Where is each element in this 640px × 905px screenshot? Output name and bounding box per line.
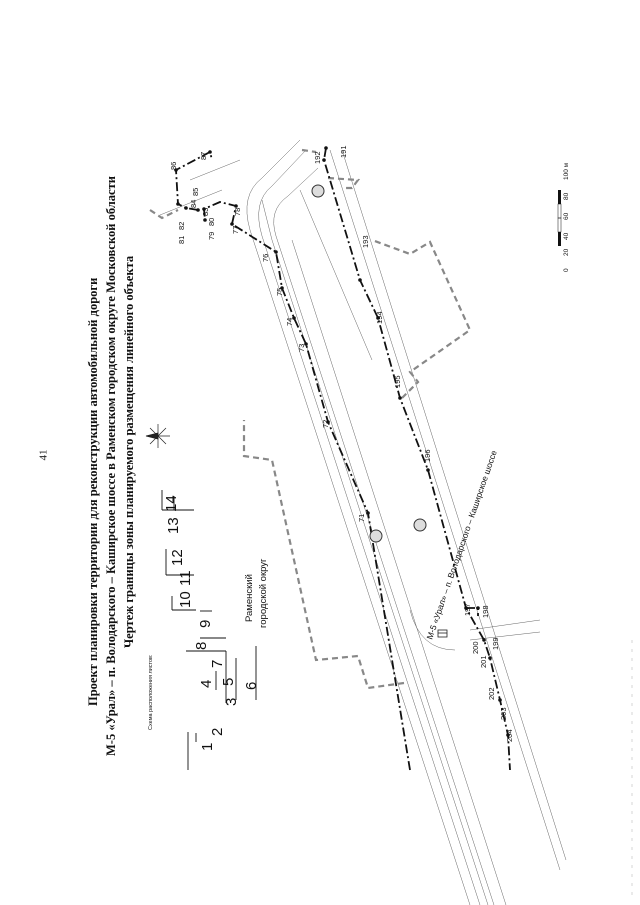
point-label-74: 74 [285, 318, 294, 326]
point-label-198: 198 [481, 605, 490, 618]
district-label-line-1: Раменский [244, 574, 255, 622]
key-sheet-9: 9 [197, 620, 214, 628]
point-label-196: 196 [423, 449, 432, 462]
point-label-73: 73 [297, 344, 306, 352]
vertex-points [174, 146, 510, 737]
point-label-85: 85 [191, 188, 200, 196]
point-label-75: 75 [275, 288, 284, 296]
key-sheet-4: 4 [198, 680, 215, 688]
key-sheet-7: 7 [209, 660, 226, 668]
point-label-202: 202 [487, 687, 496, 700]
zone-boundary-west [175, 150, 411, 771]
district-label-line-2: городской округ [258, 558, 269, 628]
point-label-83: 83 [201, 208, 210, 216]
key-sheet-14: 14 [163, 495, 180, 512]
scale-bar: 0 20 40 60 80 100 м [557, 162, 570, 272]
point-label-78: 78 [233, 208, 242, 216]
point-label-82: 82 [177, 222, 186, 230]
road-sign-icon [311, 184, 427, 543]
point-label-201: 201 [479, 655, 488, 668]
scale-tick-100: 100 м [563, 162, 570, 180]
key-sheet-8: 8 [193, 642, 210, 650]
scale-tick-60: 60 [563, 212, 570, 220]
point-label-191: 191 [339, 145, 348, 158]
point-label-193: 193 [361, 235, 370, 248]
north-arrow-icon [145, 424, 170, 448]
point-label-77: 77 [231, 226, 240, 234]
point-label-79: 79 [207, 232, 216, 240]
point-label-203: 203 [499, 707, 508, 720]
point-label-86: 86 [169, 162, 178, 170]
scale-tick-80: 80 [563, 192, 570, 200]
road-edges [159, 139, 567, 905]
key-map: Схема расположения листов: 1 2 [148, 490, 260, 770]
key-sheet-5: 5 [220, 678, 237, 686]
point-label-72: 72 [321, 420, 330, 428]
point-labels: 71 72 73 74 75 76 77 78 79 80 81 82 83 8… [169, 145, 514, 742]
key-sheet-10: 10 [177, 591, 194, 608]
key-sheet-2: 2 [209, 728, 226, 736]
zone-boundary-east [323, 147, 511, 771]
point-label-71: 71 [357, 514, 366, 522]
point-label-200: 200 [471, 641, 480, 654]
point-label-81: 81 [177, 236, 186, 244]
key-sheet-3: 3 [223, 698, 240, 706]
point-label-80: 80 [207, 218, 216, 226]
key-sheet-1: 1 [199, 743, 216, 751]
point-label-195: 195 [393, 375, 402, 388]
point-label-204: 204 [505, 729, 514, 742]
scale-tick-40: 40 [563, 232, 570, 240]
point-label-197: 197 [463, 603, 472, 616]
point-label-76: 76 [261, 254, 270, 262]
key-sheet-11: 11 [177, 570, 194, 586]
key-sheet-13: 13 [165, 517, 182, 534]
key-sheet-12: 12 [169, 549, 186, 566]
point-label-84: 84 [189, 200, 198, 208]
point-label-199: 199 [491, 637, 500, 650]
bus-stop-icon [437, 629, 448, 638]
scale-tick-0: 0 [563, 268, 570, 272]
district-boundary [149, 148, 472, 690]
key-map-caption: Схема расположения листов: [148, 654, 154, 730]
scale-tick-20: 20 [563, 248, 570, 256]
key-sheet-6: 6 [243, 682, 260, 690]
point-label-87: 87 [199, 152, 208, 160]
point-label-194: 194 [375, 311, 384, 324]
point-label-192: 192 [313, 151, 322, 164]
